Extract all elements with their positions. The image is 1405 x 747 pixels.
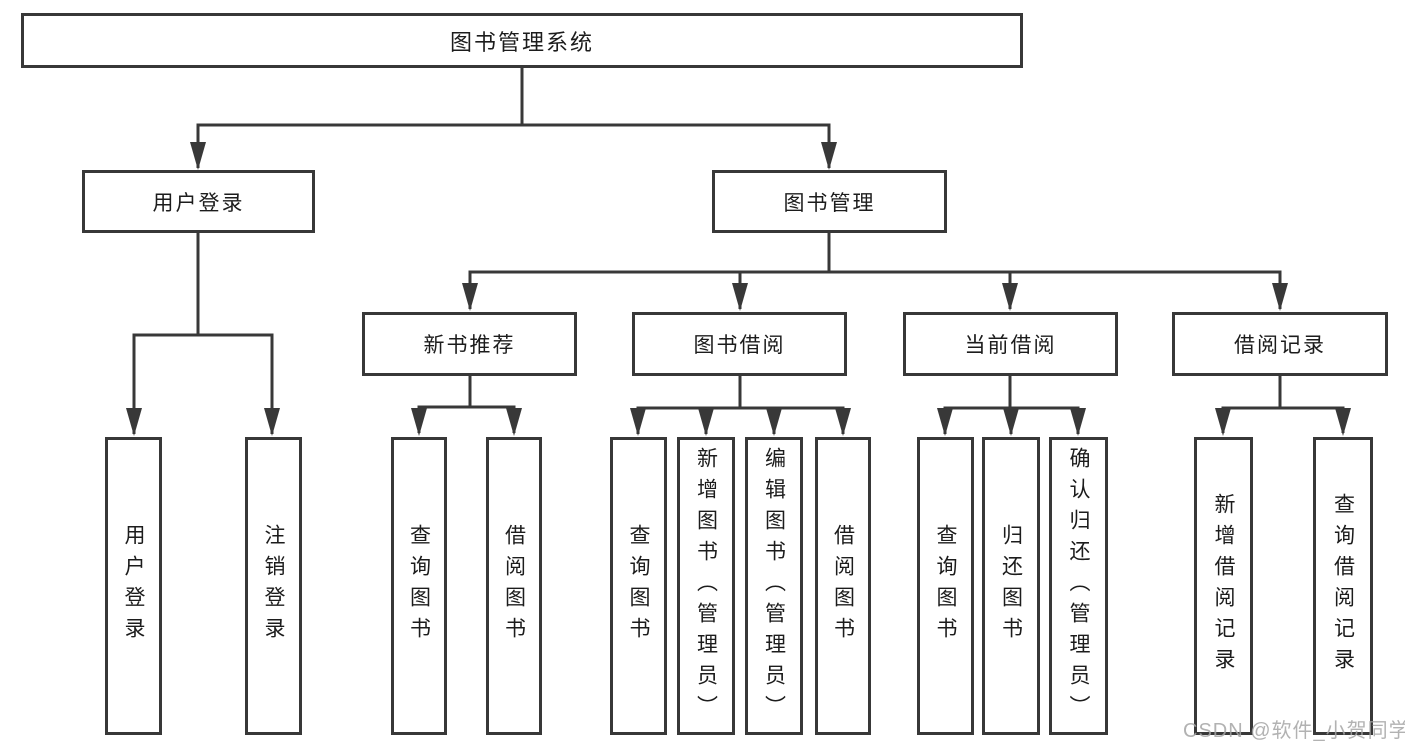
leaf-query-books-recommend-label: 查询图书 [407, 524, 431, 648]
csdn-watermark: CSDN @软件_小贺同学 [1183, 720, 1405, 742]
leaf-borrow-books-label: 借阅图书 [831, 524, 855, 648]
leaf-query-borrow-record: 查询借阅记录 [1313, 437, 1373, 735]
node-current-borrow-label: 当前借阅 [964, 334, 1057, 357]
leaf-user-login-label: 用户登录 [122, 524, 145, 648]
leaf-add-books-admin-label: 新增图书（管理员） [694, 446, 718, 726]
leaf-logout: 注销登录 [245, 437, 302, 735]
leaf-user-login: 用户登录 [105, 437, 162, 735]
leaf-confirm-return-admin: 确认归还（管理员） [1049, 437, 1108, 735]
node-new-book-recommend-label: 新书推荐 [423, 334, 516, 357]
leaf-return-books-label: 归还图书 [999, 524, 1023, 648]
leaf-query-books-current-label: 查询图书 [934, 524, 957, 648]
node-library-management-system-label: 图书管理系统 [449, 29, 594, 55]
leaf-edit-books-admin-label: 编辑图书（管理员） [762, 446, 786, 726]
leaf-query-books-borrow: 查询图书 [610, 437, 667, 735]
leaf-borrow-books-recommend: 借阅图书 [486, 437, 542, 735]
node-book-management-label: 图书管理 [783, 191, 876, 215]
leaf-query-borrow-record-label: 查询借阅记录 [1331, 493, 1355, 679]
leaf-return-books: 归还图书 [982, 437, 1040, 735]
node-book-borrow: 图书借阅 [632, 312, 847, 376]
node-current-borrow: 当前借阅 [903, 312, 1118, 376]
node-new-book-recommend: 新书推荐 [362, 312, 577, 376]
leaf-query-books-recommend: 查询图书 [391, 437, 447, 735]
leaf-confirm-return-admin-label: 确认归还（管理员） [1067, 446, 1090, 726]
node-user-login-label: 用户登录 [152, 191, 245, 215]
leaf-query-books-borrow-label: 查询图书 [627, 524, 650, 648]
leaf-query-books-current: 查询图书 [917, 437, 974, 735]
node-library-management-system: 图书管理系统 [21, 13, 1023, 68]
leaf-add-books-admin: 新增图书（管理员） [677, 437, 735, 735]
node-borrow-records-label: 借阅记录 [1234, 334, 1326, 357]
leaf-add-borrow-record-label: 新增借阅记录 [1212, 493, 1235, 679]
leaf-borrow-books-recommend-label: 借阅图书 [502, 524, 526, 648]
node-book-borrow-label: 图书借阅 [693, 334, 786, 357]
node-book-management: 图书管理 [712, 170, 947, 233]
leaf-edit-books-admin: 编辑图书（管理员） [745, 437, 803, 735]
leaf-borrow-books: 借阅图书 [815, 437, 871, 735]
node-borrow-records: 借阅记录 [1172, 312, 1388, 376]
leaf-add-borrow-record: 新增借阅记录 [1194, 437, 1253, 735]
node-user-login: 用户登录 [82, 170, 315, 233]
leaf-logout-label: 注销登录 [262, 524, 285, 648]
